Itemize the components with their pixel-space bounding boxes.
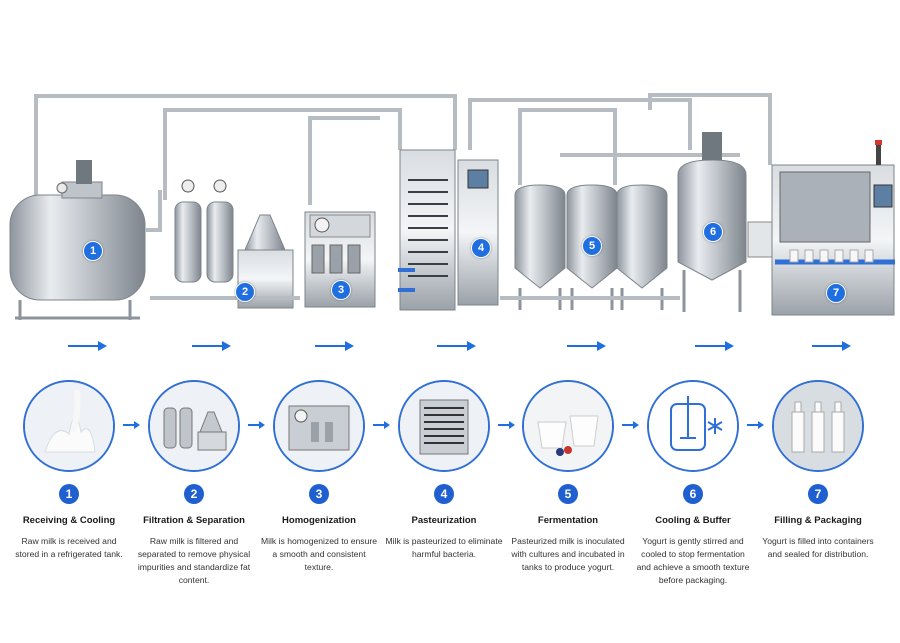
step-number: 3 (309, 484, 329, 504)
milk-splash-icon (23, 380, 115, 472)
step-title: Homogenization (282, 515, 356, 526)
overhead-pipes (34, 93, 772, 205)
step-description: Raw milk is filtered and separated to re… (137, 536, 251, 585)
step-description: Yogurt is filled into containers and sea… (762, 536, 874, 559)
pasteurizer (398, 149, 499, 311)
filters-and-separator (150, 179, 300, 309)
equipment-marker-1: 1 (83, 241, 103, 261)
flow-arrow-icon (437, 341, 476, 351)
buffer-tank (677, 132, 773, 312)
step-description: Yogurt is gently stirred and cooled to s… (636, 536, 750, 585)
flow-arrow-icon (695, 341, 734, 351)
step-title: Filling & Packaging (774, 515, 862, 526)
step-number: 5 (558, 484, 578, 504)
equipment-marker-5: 5 (582, 236, 602, 256)
step-number: 6 (683, 484, 703, 504)
step-number: 2 (184, 484, 204, 504)
step-3: 3 Homogenization Milk is homogenized to … (257, 380, 381, 574)
flow-arrow-icon (68, 341, 107, 351)
yogurt-cups-icon (522, 380, 614, 472)
step-arrow-icon (622, 421, 639, 429)
step-number: 7 (808, 484, 828, 504)
step-number: 4 (434, 484, 454, 504)
step-title: Filtration & Separation (143, 515, 245, 526)
flow-arrow-icon (812, 341, 851, 351)
step-title: Pasteurization (411, 515, 477, 526)
step-description: Raw milk is received and stored in a ref… (15, 536, 123, 559)
step-arrow-icon (248, 421, 265, 429)
heat-exchanger-icon (398, 380, 490, 472)
step-6: 6 Cooling & Buffer Yogurt is gently stir… (631, 380, 755, 587)
equipment-marker-2: 2 (235, 282, 255, 302)
step-2: 2 Filtration & Separation Raw milk is fi… (132, 380, 256, 587)
cooling-mixer-icon (647, 380, 739, 472)
step-4: 4 Pasteurization Milk is pasteurized to … (382, 380, 506, 561)
step-description: Pasteurized milk is inoculated with cult… (511, 536, 625, 572)
flow-arrow-icon (567, 341, 606, 351)
step-title: Fermentation (537, 515, 599, 526)
cooling-tank (9, 160, 162, 320)
equipment-marker-4: 4 (471, 238, 491, 258)
flow-arrow-icon (315, 341, 354, 351)
bottles-icon (772, 380, 864, 472)
production-line-illustration (9, 93, 895, 320)
step-arrow-icon (373, 421, 390, 429)
step-description: Milk is pasteurized to eliminate harmful… (385, 536, 503, 559)
step-number: 1 (59, 484, 79, 504)
step-5: 5 Fermentation Pasteurized milk is inocu… (506, 380, 630, 574)
equipment-marker-3: 3 (331, 280, 351, 300)
step-arrow-icon (498, 421, 515, 429)
step-description: Milk is homogenized to ensure a smooth a… (260, 536, 378, 572)
equipment-marker-6: 6 (703, 222, 723, 242)
step-title: Cooling & Buffer (655, 515, 731, 526)
step-arrow-icon (747, 421, 764, 429)
filter-separator-icon (148, 380, 240, 472)
step-1: 1 Receiving & Cooling Raw milk is receiv… (7, 380, 131, 561)
flow-arrow-icon (192, 341, 231, 351)
step-7: 7 Filling & Packaging Yogurt is filled i… (756, 380, 880, 561)
equipment-marker-7: 7 (826, 283, 846, 303)
homogenizer-icon (273, 380, 365, 472)
step-arrow-icon (123, 421, 140, 429)
step-title: Receiving & Cooling (22, 515, 116, 526)
